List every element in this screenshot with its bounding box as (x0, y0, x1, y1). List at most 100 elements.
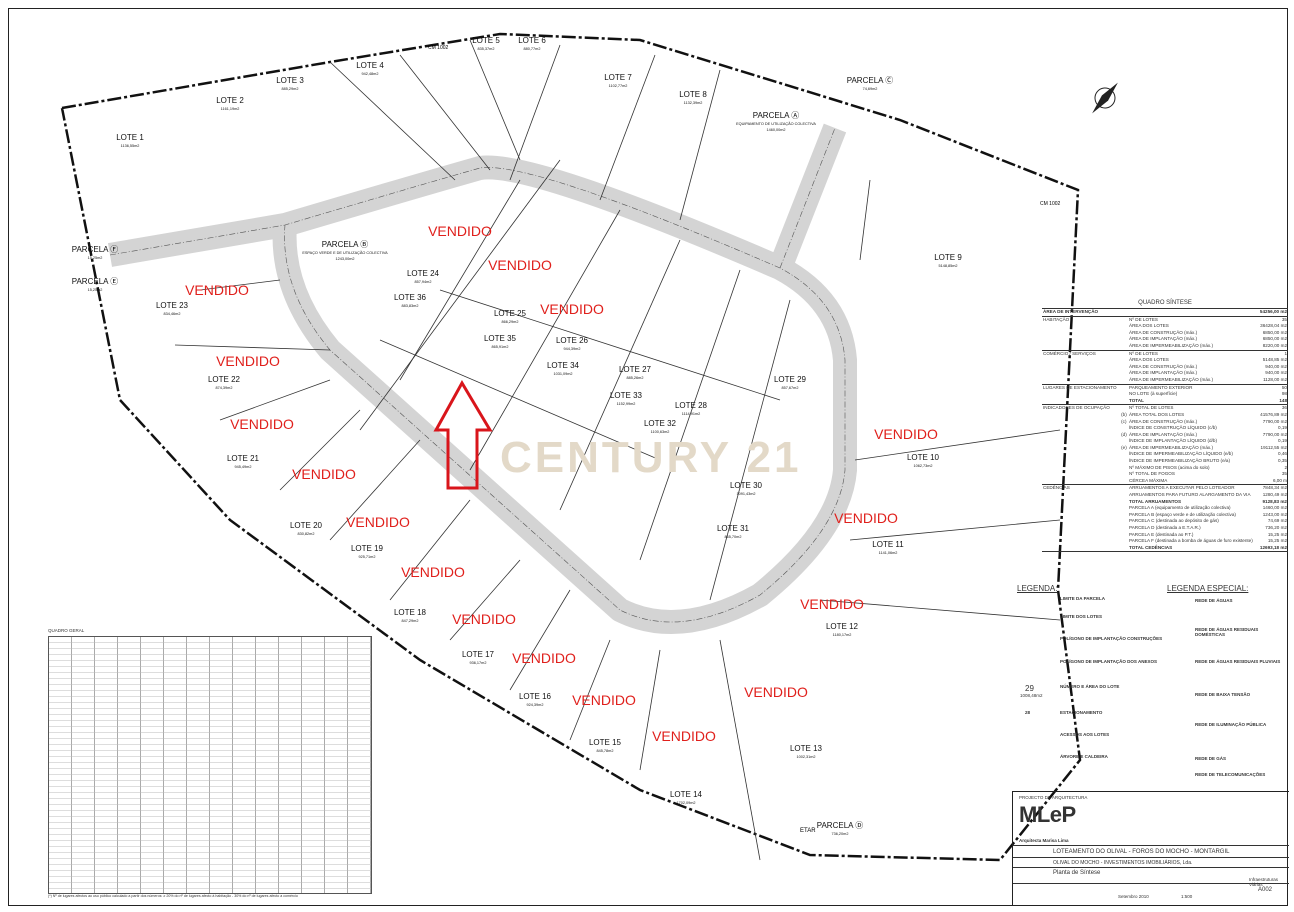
summary-label (1128, 308, 1258, 317)
summary-k (1120, 370, 1128, 377)
parcel-label: PARCELA Ⓑ (322, 240, 369, 249)
lot-label: LOTE 10 (907, 453, 940, 462)
summary-label: ÁREA DE CONSTRUÇÃO (máx.) (1129, 363, 1198, 369)
lot-label: LOTE 17 (462, 650, 495, 659)
summary-value: 41576,89 m2 (1260, 411, 1287, 417)
lot-label: LOTE 6 (518, 36, 546, 45)
summary-k (1120, 357, 1128, 364)
summary-sec (1042, 458, 1120, 465)
summary-row: PARCELA C (destinada ao depósito de gás)… (1042, 518, 1288, 525)
summary-value: 0,19 (1278, 425, 1287, 431)
quadro-geral-table (48, 636, 372, 894)
lot-label: LOTE 24 (407, 269, 440, 278)
summary-label: ÍNDICE DE IMPERMEABILIZAÇÃO LÍQUIDO (e/b… (1129, 451, 1233, 457)
summary-sec (1042, 525, 1120, 532)
lot-label: LOTE 31 (717, 524, 750, 533)
quadro-sintese-title: QUADRO SÍNTESE (1138, 300, 1192, 306)
summary-value: 6850,00 m2 (1262, 329, 1287, 335)
summary-value: 1280,49 m2 (1262, 492, 1287, 498)
lot-label: LOTE 3 (276, 76, 304, 85)
summary-k (1120, 544, 1128, 553)
lot-boundary (449, 559, 521, 641)
summary-label: ÁREA DOS LOTES (1129, 357, 1169, 363)
summary-label: ÍNDICE DE IMPERMEABILIZAÇÃO BRUTO (e/a) (1129, 458, 1230, 464)
tb-owner-row: OLIVAL DO MOCHO - INVESTIMENTOS IMOBILIÁ… (1013, 857, 1289, 868)
summary-value: 1 (1257, 349, 1288, 358)
sold-label: VENDIDO (216, 353, 280, 369)
summary-k (1120, 484, 1128, 493)
lot-label: LOTE 12 (826, 622, 859, 631)
lot-area: 835,37m2 (478, 47, 495, 51)
parcel-label: PARCELA Ⓓ (817, 821, 864, 830)
lot-boundary (819, 599, 1061, 621)
road-label-top: CM 1002 (428, 45, 449, 51)
summary-k (1120, 499, 1128, 506)
summary-k (1120, 471, 1128, 478)
summary-value: 9128,83 m2 (1262, 498, 1287, 504)
lot-boundary (439, 289, 781, 401)
lot-area: 942,48m2 (362, 72, 379, 76)
lot-label: LOTE 27 (619, 365, 652, 374)
summary-value: 36428,04 m2 (1260, 323, 1287, 329)
road-edge (109, 127, 846, 623)
lot-area: 1100,63m2 (651, 430, 670, 434)
lot-area: 1141,06m2 (879, 551, 898, 555)
lot-label: LOTE 16 (519, 692, 552, 701)
summary-value: 7790,00 m2 (1262, 431, 1287, 437)
lot-boundary (389, 499, 471, 601)
lot-area: 885,26m2 (627, 376, 644, 380)
sold-label: VENDIDO (488, 257, 552, 273)
summary-sec (1042, 505, 1120, 512)
parcel-label: PARCELA Ⓒ (847, 76, 894, 85)
summary-sec (1042, 518, 1120, 525)
summary-label: ÁREA DE CONSTRUÇÃO (máx.) (1129, 329, 1198, 335)
parcel-label: PARCELA Ⓔ (72, 277, 119, 286)
summary-value: 736,20 m2 (1265, 525, 1287, 530)
lot-label: LOTE 8 (679, 90, 707, 99)
summary-label: ÁREA DE IMPLANTAÇÃO (máx.) (1129, 336, 1198, 342)
lot-boundary (639, 269, 741, 561)
lot-boundary (329, 439, 421, 541)
lot-area: 866,29m2 (502, 320, 519, 324)
title-block: PROJECTO DE ARQUITECTURA MLeP Arquitecta… (1012, 791, 1289, 905)
legend-special-item: REDE DE ILUMINAÇÃO PÚBLICA (1195, 722, 1267, 727)
summary-label: NO LOTE (à superfície) (1129, 391, 1178, 397)
location-arrow (433, 379, 493, 490)
lot-lines (174, 39, 1061, 861)
summary-k (1120, 451, 1128, 458)
lot-label: LOTE 13 (790, 744, 823, 753)
parcel-area: 74,69m2 (863, 87, 878, 91)
lot-boundary (279, 409, 361, 491)
summary-k (1120, 538, 1128, 545)
lot-area: 1031,09m2 (554, 372, 573, 376)
summary-label: TOTAL CEDÊNCIAS (1128, 544, 1258, 553)
summary-sec (1042, 330, 1120, 337)
summary-sec (1042, 391, 1120, 398)
summary-row: TOTAL ARRUAMENTOS 9128,83 m2 (1042, 499, 1288, 506)
summary-value: 0,35 (1278, 458, 1287, 464)
etar-label: ETAR (800, 828, 816, 834)
summary-sec (1042, 499, 1120, 506)
lot-area: 1702,09m2 (677, 801, 696, 805)
summary-sec (1042, 451, 1120, 458)
sold-label: VENDIDO (540, 301, 604, 317)
lot-area: 865,91m2 (492, 345, 509, 349)
summary-row: PARCELA A (equipamento de utilização col… (1042, 505, 1288, 512)
lot-area: 830,82m2 (298, 532, 315, 536)
parcel-area: 1243,00m2 (336, 257, 355, 261)
legend-item: POLÍGONO DE IMPLANTAÇÃO DOS ANEXOS (1060, 659, 1158, 664)
summary-sec (1042, 398, 1120, 405)
lot-area: 944,39m2 (564, 347, 581, 351)
summary-row: PARCELA F (destinada a bomba de águas de… (1042, 538, 1288, 545)
legend: LEGENDA: LEGENDA ESPECIAL: LIMITE DA PAR… (1015, 584, 1285, 779)
summary-sec (1042, 343, 1120, 350)
tb-scale: 1:500 (1181, 894, 1193, 899)
tb-phase: Infraestruturas Viárias (1249, 877, 1279, 887)
summary-k: (d) (1121, 431, 1127, 437)
summary-k: (b) (1121, 411, 1127, 417)
summary-label: TOTAL ARRUAMENTOS (1129, 498, 1182, 504)
lot-label: LOTE 20 (290, 521, 323, 530)
summary-row: PARCELA E (destinada ao P.T.)15,25 m2 (1042, 532, 1288, 539)
legend-special-item: REDE DE TELECOMUNICAÇÕES (1195, 772, 1266, 777)
